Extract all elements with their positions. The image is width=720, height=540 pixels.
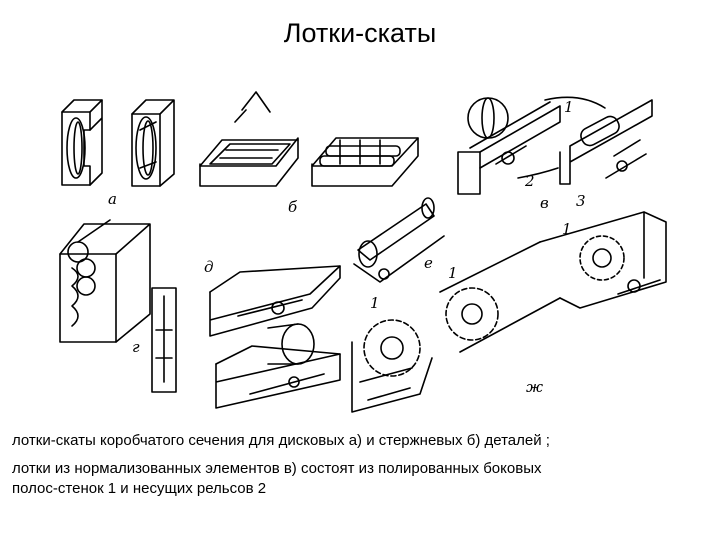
caption-normalized-line-2: полос-стенок 1 и несущих рельсов 2 [12,480,267,497]
label-a: а [108,190,117,208]
label-b: б [288,198,298,216]
label-d: д [204,258,214,276]
label-v-top: в [540,194,549,212]
label-zh: ж [526,378,543,396]
label-3: 3 [576,192,586,210]
label-2: 2 [524,172,535,190]
caption-normalized-chutes: лотки из нормализованных элементов в) со… [12,459,541,499]
label-1-left: 1 [370,294,380,312]
slide-title: Лотки-скаты [283,18,437,48]
chute-b-rods-right [311,137,419,187]
label-1-gear: 1 [448,264,458,282]
label-1-top: 1 [564,98,574,116]
chute-zh-gears [351,211,667,413]
chute-v-normalized-elements [457,96,653,195]
caption-normalized-line-1: лотки из нормализованных элементов в) со… [12,460,542,477]
caption-box-chutes: лотки-скаты коробчатого сечения для диск… [12,432,550,449]
label-e: е [424,254,433,272]
chute-e-rod-guide [353,197,445,283]
chute-g-wavy [59,219,151,343]
chute-b-rods-left [199,91,299,187]
chute-illustration: а б в 1 2 3 [59,91,667,413]
chute-d-adjustable [151,265,341,409]
chute-a-disc-left [61,99,103,186]
label-1-right: 1 [562,220,572,238]
label-g: г [132,338,140,356]
chute-a-disc-right [131,99,175,187]
